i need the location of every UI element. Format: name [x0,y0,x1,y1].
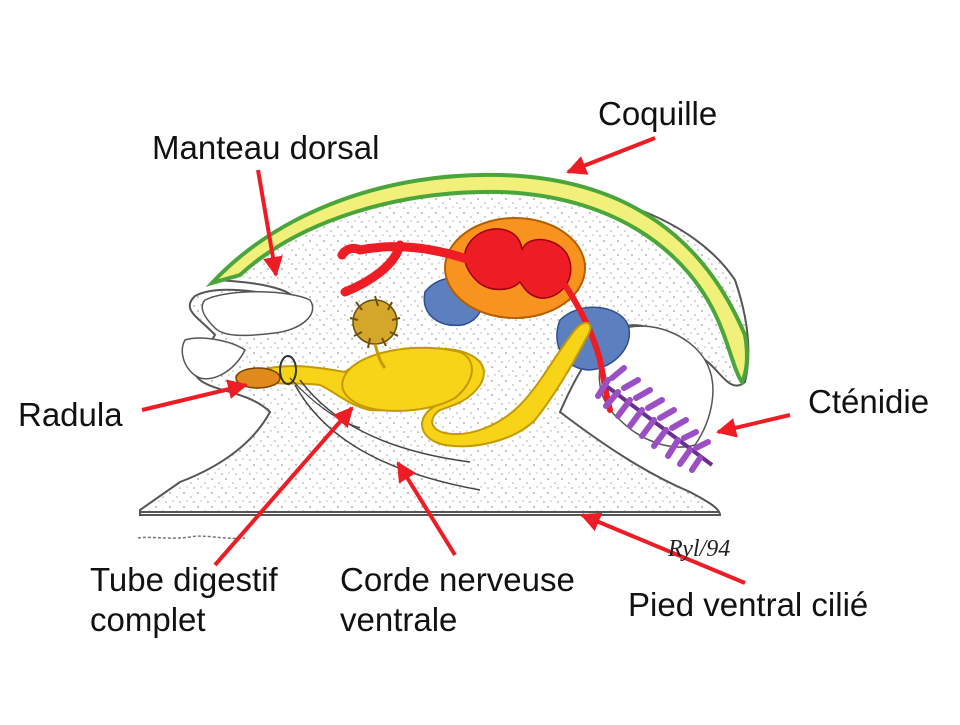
label-ctenidie: Cténidie [808,383,930,420]
arrow-corde-nerveuse [396,461,457,557]
label-manteau-dorsal: Manteau dorsal [152,129,380,166]
nerve-cord-1 [299,379,471,463]
label-radula: Radula [18,396,123,433]
arrows [141,136,791,585]
arrow-ctenidie [716,413,791,438]
label-coquille: Coquille [598,95,718,132]
label-corde-nerveuse-line1: Corde nerveuse [340,561,575,598]
label-tube-digestif-line2: complet [90,601,206,638]
arrow-manteau-dorsal [256,169,283,277]
mantle-cavity-left [201,291,314,337]
buccal-ring [279,355,297,385]
mouth-lobe [181,337,246,380]
stomach [341,346,473,412]
arrow-coquille [566,136,656,175]
arrow-radula [141,379,248,412]
credit-scribble [137,535,246,540]
aorta [337,240,475,297]
branchial-vessel [562,282,613,413]
label-tube-digestif-line1: Tube digestif [90,561,278,598]
heart [463,228,572,299]
arrow-tube-digestif [213,406,354,567]
arrow-pied-ventral [580,512,746,585]
ctenidium [595,365,714,473]
nerve-cord-2 [294,384,481,491]
digestive-gland [349,295,401,369]
artist-signature: Ryl/94 [668,536,731,562]
shell [205,172,749,386]
label-corde-nerveuse-line2: ventrale [340,601,458,638]
label-pied-ventral: Pied ventral cilié [628,586,869,623]
